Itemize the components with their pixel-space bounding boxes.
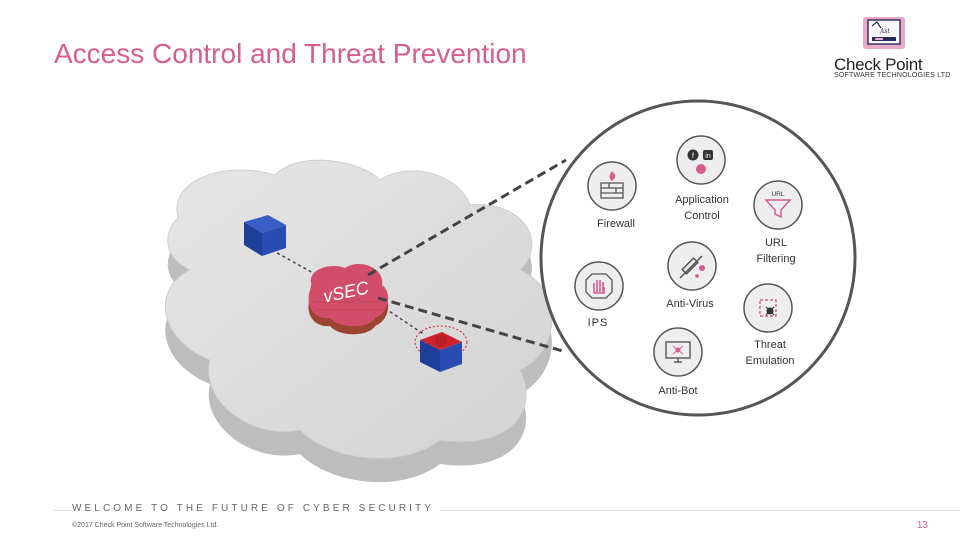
- target-cube: [414, 325, 468, 372]
- svg-text:Ast: Ast: [879, 28, 890, 35]
- label-application-control: Application Control: [675, 194, 729, 222]
- svg-text:f: f: [692, 153, 694, 160]
- feature-firewall: [587, 161, 637, 211]
- page-number: 13: [916, 520, 928, 531]
- syringe-icon: [679, 255, 705, 279]
- connector-lower: [377, 296, 567, 354]
- svg-text:in: in: [705, 153, 711, 160]
- feature-url-filtering: URL: [753, 180, 803, 230]
- label-ips: IPS: [587, 317, 609, 329]
- logo-subtitle: SOFTWARE TECHNOLOGIES LTD: [834, 72, 951, 79]
- logo-wordmark: Check Point: [834, 55, 923, 74]
- blue-cube-left: [244, 215, 286, 256]
- social-apps-icon: f in: [687, 149, 713, 174]
- label-anti-virus: Anti-Virus: [666, 298, 714, 310]
- stop-hand-icon: [585, 273, 613, 299]
- url-icon-text: URL: [771, 191, 784, 198]
- footer-tagline: WELCOME TO THE FUTURE OF CYBER SECURITY: [72, 503, 441, 514]
- label-firewall: Firewall: [597, 218, 635, 230]
- label-threat-emulation: Threat Emulation: [745, 339, 795, 367]
- feature-ips: [574, 261, 624, 311]
- label-url-filtering: URL Filtering: [756, 237, 796, 265]
- url-funnel-icon: URL: [764, 191, 792, 219]
- footer-divider: [54, 510, 960, 511]
- connector-upper: [367, 158, 567, 277]
- feature-application-control: f in: [676, 135, 726, 185]
- slide-title: Access Control and Threat Prevention: [54, 38, 527, 69]
- feature-anti-virus: [667, 241, 717, 291]
- vsec-badge: vSEC: [308, 264, 389, 335]
- feature-threat-emulation: [743, 283, 793, 333]
- feature-anti-bot: [653, 327, 703, 377]
- monitor-bot-icon: [665, 341, 691, 363]
- sandbox-icon: [759, 299, 777, 317]
- footer-copyright: ©2017 Check Point Software Technologies …: [72, 522, 219, 529]
- label-anti-bot: Anti-Bot: [658, 385, 698, 397]
- checkpoint-logo-icon: Ast: [863, 17, 905, 49]
- firewall-icon: [600, 171, 624, 199]
